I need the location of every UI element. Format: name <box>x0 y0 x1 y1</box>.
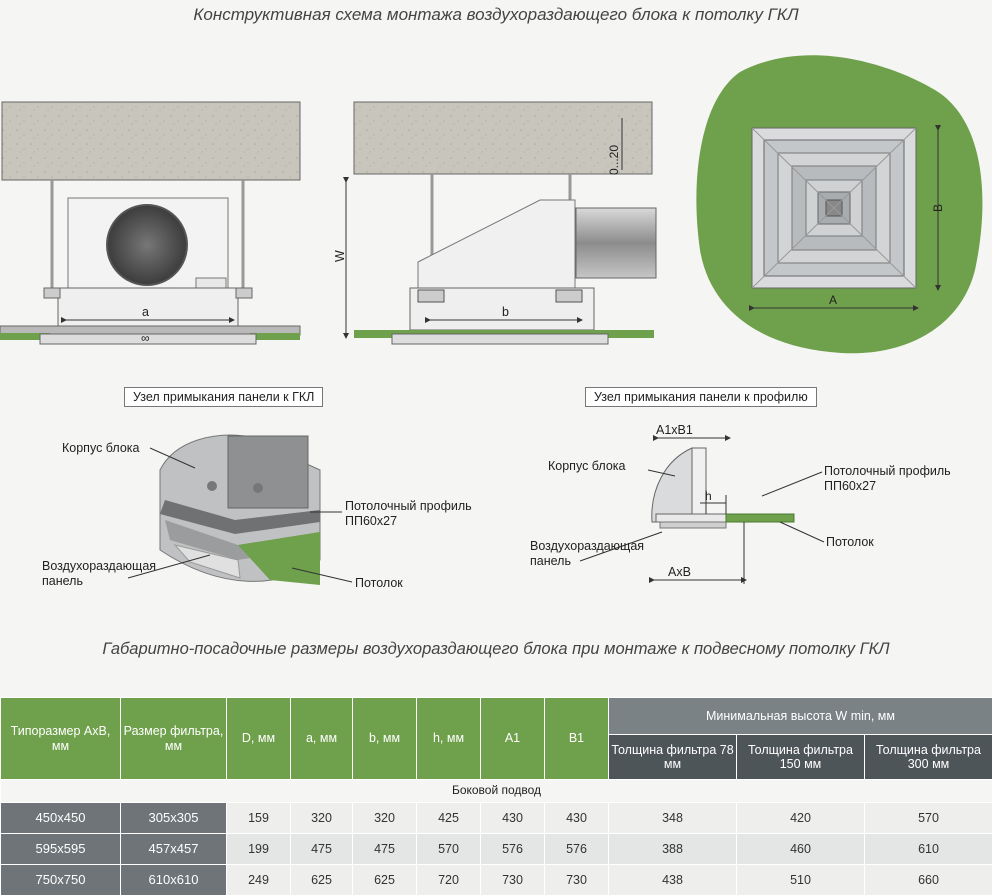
cell-a: 625 <box>291 865 353 896</box>
table-title: Габаритно-посадочные размеры воздухоразд… <box>0 640 992 659</box>
mounting-diagram: a ∞ W b 0...20 A B <box>0 0 992 640</box>
cell-f78: 348 <box>609 803 737 834</box>
cell-h: 720 <box>417 865 481 896</box>
subheader-side-supply: Боковой подвод <box>1 780 992 803</box>
cell-D: 199 <box>227 834 291 865</box>
cell-filter: 457x457 <box>121 834 227 865</box>
header-a: a, мм <box>291 698 353 780</box>
cell-filter: 305x305 <box>121 803 227 834</box>
cell-f300: 610 <box>865 834 992 865</box>
header-f78: Толщина фильтра 78 мм <box>609 735 737 780</box>
cell-h: 570 <box>417 834 481 865</box>
cell-f78: 388 <box>609 834 737 865</box>
table-row: 450x450 305x305 159 320 320 425 430 430 … <box>1 803 992 834</box>
header-size: Типоразмер АxВ, мм <box>1 698 121 780</box>
dim-b-label: b <box>502 305 509 319</box>
dimensions-table: Типоразмер АxВ, мм Размер фильтра, мм D,… <box>0 697 992 896</box>
header-B1: B1 <box>545 698 609 780</box>
node1-ceiling-label: Потолок <box>355 576 403 590</box>
table-row: 595x595 457x457 199 475 475 570 576 576 … <box>1 834 992 865</box>
cell-A1: 576 <box>481 834 545 865</box>
header-filter: Размер фильтра, мм <box>121 698 227 780</box>
cell-f300: 570 <box>865 803 992 834</box>
node1-title: Узел примыкания панели к ГКЛ <box>124 387 323 407</box>
cell-f150: 460 <box>737 834 865 865</box>
header-wmin: Минимальная высота W min, мм <box>609 698 992 735</box>
cell-f150: 420 <box>737 803 865 834</box>
dim-A-label: A <box>829 293 837 307</box>
dim-gap-label: 0...20 <box>607 145 621 175</box>
node1-profile-label-2: ПП60x27 <box>345 514 397 528</box>
node1-profile-label-1: Потолочный профиль <box>345 499 472 513</box>
dim-a1xb1-label: A1xB1 <box>656 423 693 437</box>
dim-B-label: B <box>931 204 945 212</box>
node1-detail: Корпус блока Потолочный профиль ПП60x27 … <box>42 435 472 590</box>
top-view: A B <box>696 55 982 353</box>
header-A1: A1 <box>481 698 545 780</box>
cell-size: 750x750 <box>1 865 121 896</box>
cell-B1: 730 <box>545 865 609 896</box>
node1-panel-label-1: Воздухораздающая <box>42 559 156 573</box>
table-row: 750x750 610x610 249 625 625 720 730 730 … <box>1 865 992 896</box>
dim-h-label: h <box>705 489 712 503</box>
cell-b: 320 <box>353 803 417 834</box>
dim-inf-label: ∞ <box>141 331 150 345</box>
node2-panel-label-2: панель <box>530 554 571 568</box>
cell-a: 320 <box>291 803 353 834</box>
header-f150: Толщина фильтра 150 мм <box>737 735 865 780</box>
cell-B1: 576 <box>545 834 609 865</box>
node2-panel-label-1: Воздухораздающая <box>530 539 644 553</box>
cell-B1: 430 <box>545 803 609 834</box>
cell-A1: 730 <box>481 865 545 896</box>
cell-D: 159 <box>227 803 291 834</box>
cell-A1: 430 <box>481 803 545 834</box>
front-view: a ∞ <box>0 102 300 345</box>
node2-title: Узел примыкания панели к профилю <box>585 387 817 407</box>
header-h: h, мм <box>417 698 481 780</box>
cell-b: 625 <box>353 865 417 896</box>
node2-detail: A1xB1 h AxB Корпус блока Потолочный проф… <box>530 423 951 584</box>
node2-profile-label-2: ПП60x27 <box>824 479 876 493</box>
cell-f300: 660 <box>865 865 992 896</box>
cell-f150: 510 <box>737 865 865 896</box>
cell-filter: 610x610 <box>121 865 227 896</box>
cell-a: 475 <box>291 834 353 865</box>
dim-axb-label: AxB <box>668 565 691 579</box>
node2-profile-label-1: Потолочный профиль <box>824 464 951 478</box>
cell-size: 595x595 <box>1 834 121 865</box>
cell-h: 425 <box>417 803 481 834</box>
cell-f78: 438 <box>609 865 737 896</box>
node2-ceiling-label: Потолок <box>826 535 874 549</box>
cell-size: 450x450 <box>1 803 121 834</box>
cell-D: 249 <box>227 865 291 896</box>
side-view: W b 0...20 <box>333 102 656 344</box>
node2-housing-label: Корпус блока <box>548 459 626 473</box>
cell-b: 475 <box>353 834 417 865</box>
header-b: b, мм <box>353 698 417 780</box>
header-D: D, мм <box>227 698 291 780</box>
dim-w-label: W <box>333 250 347 262</box>
node1-panel-label-2: панель <box>42 574 83 588</box>
node1-housing-label: Корпус блока <box>62 441 140 455</box>
header-f300: Толщина фильтра 300 мм <box>865 735 992 780</box>
dim-a-label: a <box>142 305 149 319</box>
